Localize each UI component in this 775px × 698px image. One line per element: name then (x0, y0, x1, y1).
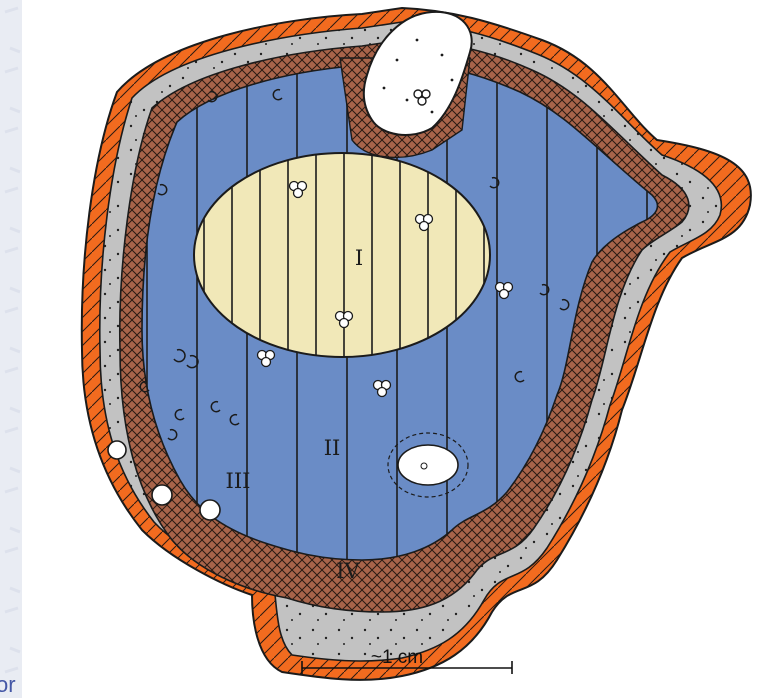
zone-label-iii: III (226, 469, 251, 493)
zone-label-iv: IV (336, 559, 360, 583)
scale-bar-label: ~1 cm (371, 647, 423, 668)
diagram-panel: I II III IV ~1 cm (22, 0, 775, 698)
clipped-caption-text: or (0, 672, 22, 698)
zone-label-ii: II (324, 436, 341, 460)
zone-label-i: I (355, 246, 363, 270)
concretion-cross-section-diagram: I II III IV ~1 cm (22, 0, 775, 698)
small-inclusion (398, 445, 458, 485)
